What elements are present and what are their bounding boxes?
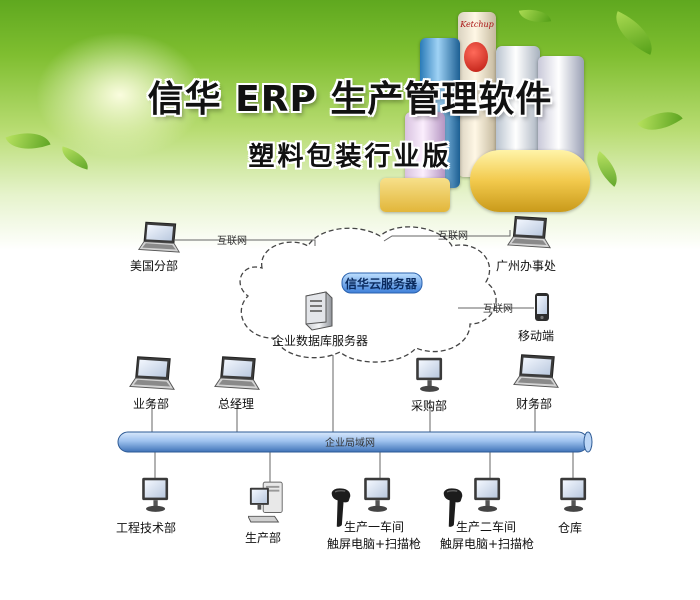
monitor-icon	[142, 477, 169, 512]
desktop-pc-icon	[248, 481, 283, 523]
tomato-print	[464, 42, 488, 72]
cloud-icon	[239, 226, 497, 363]
laptop-icon	[513, 354, 559, 388]
packaging-roll	[470, 150, 590, 212]
laptop-icon	[507, 215, 551, 249]
warehouse-label: 仓库	[558, 520, 582, 535]
cloud-service-label: 信华云服务器	[345, 276, 418, 291]
mobile-label: 移动端	[518, 329, 554, 343]
laptop-icon	[214, 356, 260, 390]
link-label-internet-guangzhou: 互联网	[438, 230, 468, 242]
link-label-internet-us: 互联网	[217, 235, 247, 247]
monitor-icon	[560, 477, 587, 512]
production-dept-label: 生产部	[245, 530, 281, 545]
general-manager-label: 总经理	[218, 397, 254, 411]
laptop-icon	[129, 356, 175, 390]
laptop-icon	[138, 221, 180, 253]
banner: Ketchup 信华 ERP 生产管理软件 塑料包装行业版	[0, 0, 700, 250]
workshop2-device-label: 触屏电脑+扫描枪	[440, 536, 534, 551]
db-server-label: 企业数据库服务器	[272, 333, 368, 348]
page-title: 信华 ERP 生产管理软件	[147, 79, 553, 120]
connection-lines	[151, 230, 574, 484]
business-dept-label: 业务部	[133, 396, 169, 411]
packaging-roll	[380, 178, 450, 212]
mobile-phone-icon	[535, 293, 549, 321]
cloud-service-badge: 信华云服务器	[341, 272, 423, 294]
workshop2-label: 生产二车间	[456, 519, 516, 534]
workshop1-device-label: 触屏电脑+扫描枪	[327, 536, 421, 551]
engineering-dept-label: 工程技术部	[116, 520, 176, 535]
page-subtitle: 塑料包装行业版	[248, 142, 452, 172]
workshop1-label: 生产一车间	[344, 519, 404, 534]
finance-dept-label: 财务部	[516, 396, 552, 411]
monitor-icon	[474, 477, 501, 512]
packaging-roll: Ketchup	[458, 12, 496, 177]
guangzhou-office-label: 广州办事处	[496, 258, 556, 273]
ketchup-label: Ketchup	[460, 20, 494, 29]
lan-label: 企业局域网	[325, 436, 375, 449]
us-branch-label: 美国分部	[130, 258, 178, 273]
link-label-internet-mobile: 互联网	[483, 303, 513, 315]
lan-pipe	[117, 431, 593, 453]
purchasing-dept-label: 采购部	[411, 398, 447, 413]
server-icon	[305, 291, 333, 331]
monitor-icon	[364, 477, 391, 512]
monitor-icon	[416, 357, 443, 392]
